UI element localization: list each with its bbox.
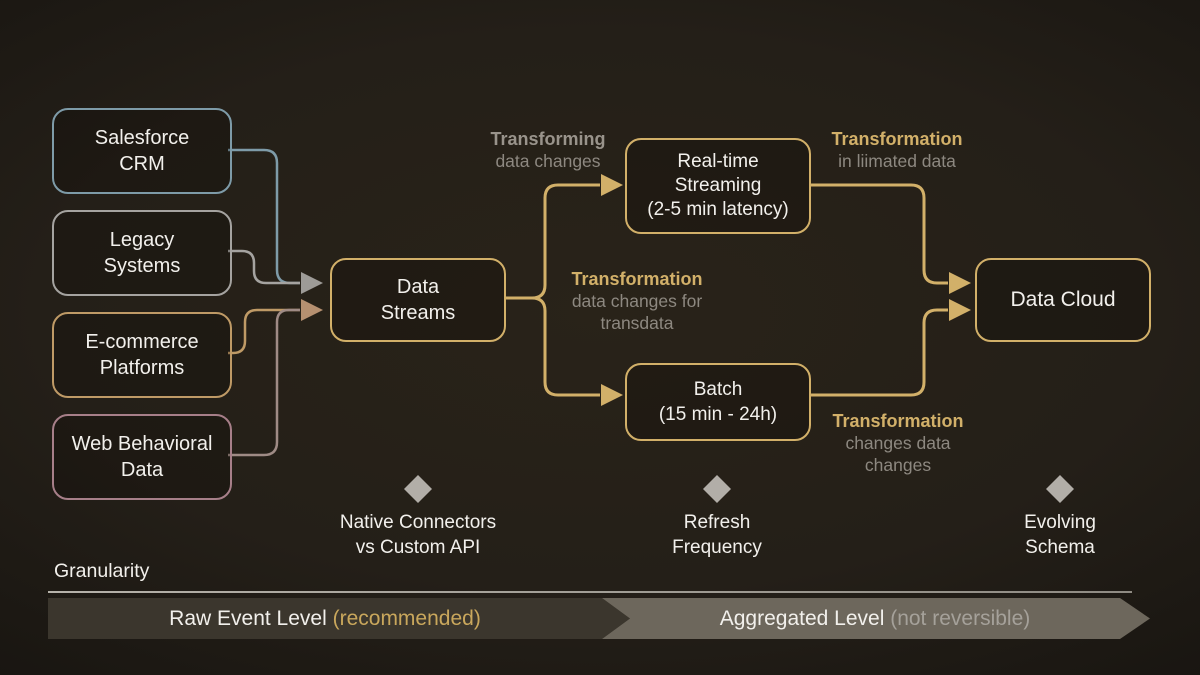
segment-label: Raw Event Level (169, 606, 333, 630)
node-label: Streaming (674, 175, 762, 196)
connector-web-streams (228, 308, 300, 457)
node-label: Data Cloud (1010, 288, 1116, 311)
annotation-transformation-middle: Transformation data changes for transdat… (527, 268, 747, 334)
segment-label: Aggregated Level (719, 606, 891, 630)
node-label: (2-5 min latency) (647, 199, 789, 220)
annotation-text: changes (864, 455, 932, 475)
annotation-title: Transformation (831, 129, 963, 149)
annotation-transforming: Transforming data changes (438, 128, 658, 172)
node-realtime-streaming: Real-time Streaming (2-5 min latency) (625, 138, 811, 234)
annotation-text: changes data (845, 433, 951, 453)
node-label: E-commerce (85, 331, 199, 353)
node-label: Streams (380, 302, 456, 324)
milestone-label: Native Connectors (339, 512, 497, 533)
node-label: Real-time (677, 151, 759, 172)
segment-note: (not reversible) (890, 606, 1031, 630)
node-label: (15 min - 24h) (658, 404, 778, 425)
node-data-cloud: Data Cloud (975, 258, 1151, 342)
connector-streams-batch (504, 296, 600, 397)
connector-ecommerce-streams (228, 308, 300, 355)
node-label: Data (120, 459, 164, 481)
annotation-title: Transformation (832, 411, 964, 431)
arrowhead-cloud-top-icon (949, 272, 971, 294)
node-label: CRM (119, 153, 165, 175)
source-node-legacy-systems: Legacy Systems (52, 210, 232, 296)
node-label: Data (396, 276, 440, 298)
connector-realtime-cloud (809, 183, 948, 285)
node-data-streams: Data Streams (330, 258, 506, 342)
diamond-icon-refresh (703, 475, 731, 503)
arrowhead-streams-bottom-icon (301, 299, 323, 321)
annotation-text: data changes for (571, 291, 703, 311)
node-label: Batch (693, 379, 743, 400)
annotation-title: Transformation (571, 269, 703, 289)
annotation-text: data changes (495, 151, 601, 171)
granularity-segment-raw-event: Raw Event Level (recommended) (48, 598, 630, 639)
arrowhead-cloud-bottom-icon (949, 299, 971, 321)
source-node-ecommerce-platforms: E-commerce Platforms (52, 312, 232, 398)
annotation-transformation-top-right: Transformation in liimated data (787, 128, 1007, 172)
node-label: Systems (103, 255, 181, 277)
connector-legacy-streams (228, 249, 300, 285)
annotation-title: Transforming (490, 129, 606, 149)
arrowhead-streams-top-icon (301, 272, 323, 294)
connector-batch-cloud (809, 308, 948, 397)
node-label: Web Behavioral (71, 433, 213, 455)
granularity-axis-line (48, 591, 1132, 593)
milestone-label: Schema (1025, 537, 1095, 558)
node-batch: Batch (15 min - 24h) (625, 363, 811, 441)
milestone-label: Evolving (1024, 512, 1096, 533)
source-node-salesforce-crm: Salesforce CRM (52, 108, 232, 194)
granularity-segment-aggregated: Aggregated Level (not reversible) (602, 598, 1150, 639)
annotation-text: in liimated data (838, 151, 956, 171)
node-label: Legacy (109, 229, 175, 251)
milestone-native-connectors: Native Connectors vs Custom API (298, 510, 538, 560)
arrowhead-realtime-icon (601, 174, 623, 196)
diamond-icon-connectors (404, 475, 432, 503)
milestone-label: Frequency (672, 537, 762, 558)
granularity-title: Granularity (54, 560, 150, 582)
arrowhead-batch-icon (601, 384, 623, 406)
milestone-label: vs Custom API (355, 537, 481, 558)
connector-salesforce-streams (228, 148, 300, 285)
milestone-refresh-frequency: Refresh Frequency (597, 510, 837, 560)
annotation-text: transdata (600, 313, 674, 333)
node-label: Salesforce (94, 127, 190, 149)
milestone-label: Refresh (683, 512, 751, 533)
diamond-icon-schema (1046, 475, 1074, 503)
segment-note: (recommended) (332, 606, 481, 630)
annotation-transformation-bottom-right: Transformation changes data changes (788, 410, 1008, 476)
milestone-evolving-schema: Evolving Schema (940, 510, 1180, 560)
node-label: Platforms (99, 357, 185, 379)
source-node-web-behavioral-data: Web Behavioral Data (52, 414, 232, 500)
